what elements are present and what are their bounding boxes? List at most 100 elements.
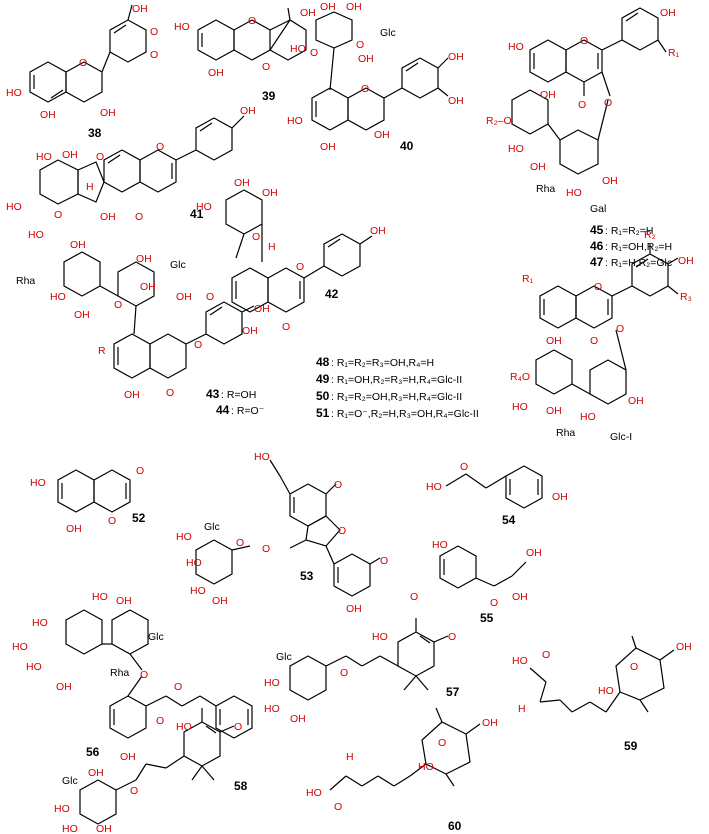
sugar-glc-label: Glc	[204, 521, 220, 533]
atom-oh: OH	[300, 7, 316, 19]
structure-43-44	[63, 251, 255, 379]
atom-r1: R₁	[668, 47, 680, 59]
atom-oh: OH	[530, 161, 546, 173]
atom-oh: OH	[482, 717, 498, 729]
atom-ho: HO	[30, 477, 46, 489]
substituents-49: : R₁=OH,R₂=R₃=H,R₄=Glc-II	[331, 374, 462, 386]
atom-oh: OH	[116, 595, 132, 607]
compound-label-38: 38	[88, 126, 102, 140]
atom-h: H	[518, 703, 526, 715]
atom-oh: OH	[240, 105, 256, 117]
atom-oh: OH	[320, 141, 336, 153]
atom-oh: OH	[346, 1, 362, 13]
atom-oh: OH	[212, 595, 228, 607]
atom-oh: OH	[374, 129, 390, 141]
compound-label-55: 55	[480, 611, 494, 625]
atom-o: O	[542, 649, 550, 661]
atom-oh: OH	[176, 291, 192, 303]
structure-39	[197, 7, 307, 61]
atom-ho: HO	[512, 401, 528, 413]
atom-ho: HO	[186, 557, 202, 569]
substituents-47: : R₁=H,R₂=Glc	[605, 257, 672, 269]
atom-ho: HO	[50, 291, 66, 303]
atom-ho: HO	[290, 43, 306, 55]
atom-o: O	[616, 323, 624, 335]
atom-r: R	[98, 345, 106, 357]
sugar-glc-i-label: Glc-I	[610, 431, 632, 443]
atom-oh: OH	[540, 89, 556, 101]
atom-ho: HO	[62, 823, 78, 834]
sugar-rha-label: Rha	[110, 667, 129, 679]
atom-oh: OH	[70, 239, 86, 251]
structure-57	[289, 618, 449, 701]
sugar-glc-label: Glc	[148, 631, 164, 643]
atom-r2o: R₂–O	[486, 115, 512, 127]
atom-o: O	[334, 479, 342, 491]
atom-ho: HO	[432, 539, 448, 551]
atom-ho: HO	[176, 721, 192, 733]
compound-label-44: 44	[216, 403, 230, 417]
atom-o: O	[448, 631, 456, 643]
atom-oh: OH	[546, 405, 562, 417]
structure-60	[329, 707, 481, 791]
atom-o: O	[136, 465, 144, 477]
atom-o: O	[262, 543, 270, 555]
atom-o: O	[380, 555, 388, 567]
atom-ho: HO	[26, 661, 42, 673]
atom-o: O	[252, 231, 260, 243]
atom-ho: HO	[176, 531, 192, 543]
atom-ho: HO	[28, 229, 44, 241]
compound-label-47: 47	[590, 255, 604, 269]
structure-40	[311, 11, 449, 131]
atom-o: O	[156, 141, 164, 153]
atom-o: O	[166, 387, 174, 399]
compound-label-50: 50	[316, 389, 330, 403]
atom-oh: OH	[56, 681, 72, 693]
atom-o: O	[338, 525, 346, 537]
atom-o: O	[130, 785, 138, 797]
structure-45-47	[511, 7, 667, 175]
atom-ho: HO	[36, 151, 52, 163]
atom-o: O	[356, 39, 364, 51]
atom-r3: R₃	[680, 291, 692, 303]
atom-o: O	[108, 515, 116, 527]
atom-r1: R₁	[522, 273, 534, 285]
substituents-50: : R₁=R₂=OH,R₃=H,R₄=Glc-II	[331, 391, 462, 403]
compound-label-58: 58	[234, 779, 248, 793]
atom-o: O	[604, 97, 612, 109]
atom-oh: OH	[124, 389, 140, 401]
atom-o: O	[248, 15, 256, 27]
substituents-44: : R=O⁻	[231, 405, 265, 417]
substituents-51: : R₁=O⁻,R₂=H,R₃=OH,R₄=Glc-II	[331, 408, 479, 420]
atom-oh: OH	[66, 523, 82, 535]
atom-o: O	[310, 47, 318, 59]
atom-o: O	[630, 661, 638, 673]
atom-oh: OH	[262, 187, 278, 199]
substituents-46: : R₁=OH,R₂=H	[605, 241, 672, 253]
atom-oh: OH	[100, 211, 116, 223]
atom-oh: OH	[448, 95, 464, 107]
structure-54	[445, 465, 543, 509]
atom-o: O	[490, 597, 498, 609]
compound-label-53: 53	[300, 569, 314, 583]
atom-oh: OH	[290, 713, 306, 725]
compound-label-56: 56	[86, 745, 100, 759]
atom-o: O	[135, 211, 143, 223]
substituents-48: : R₁=R₂=R₃=OH,R₄=H	[331, 357, 434, 369]
compound-label-48: 48	[316, 355, 330, 369]
atom-o: O	[194, 339, 202, 351]
atom-o: O	[460, 461, 468, 473]
structure-38	[29, 4, 147, 103]
compound-label-43: 43	[206, 387, 220, 401]
structure-58	[79, 708, 235, 825]
atom-o: O	[361, 83, 369, 95]
atom-ho: HO	[598, 685, 614, 697]
compound-label-49: 49	[316, 372, 330, 386]
compound-label-54: 54	[502, 513, 516, 527]
atom-ho: HO	[6, 201, 22, 213]
atom-oh: OH	[678, 255, 694, 267]
atom-oh: OH	[448, 51, 464, 63]
substituents-45: : R₁=R₂=H	[605, 225, 653, 237]
atom-oh: OH	[208, 67, 224, 79]
atom-r4o: R₄O	[510, 371, 530, 383]
